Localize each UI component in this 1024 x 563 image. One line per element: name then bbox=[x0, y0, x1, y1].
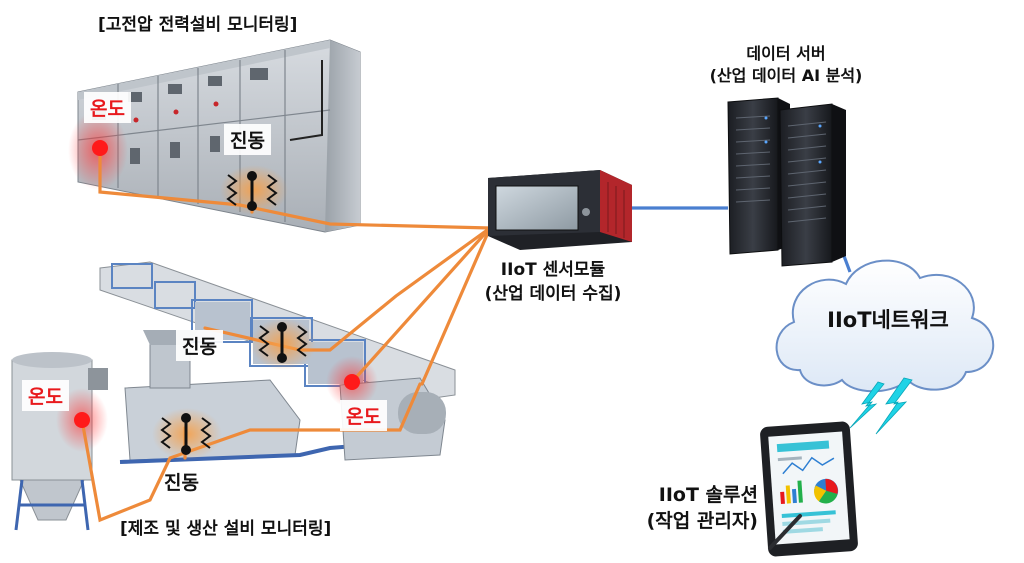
vib-tag-line-lower: 진동 bbox=[164, 472, 199, 494]
stylus-icon bbox=[768, 514, 802, 550]
data-server-label: 데이터 서버 (산업 데이터 AI 분석) bbox=[666, 43, 906, 87]
temp-sensor-hopper bbox=[74, 412, 90, 428]
solution-label: IIoT 솔루션 (작업 관리자) bbox=[608, 482, 758, 534]
tablet-device bbox=[760, 421, 858, 557]
iiot-sensor-module bbox=[488, 170, 632, 250]
data-server-title: 데이터 서버 bbox=[746, 44, 826, 63]
sensor-module-subtitle: (산업 데이터 수집) bbox=[484, 284, 622, 304]
wireless-lightning-icon bbox=[849, 377, 913, 435]
vib-tag-line-upper: 진동 bbox=[176, 330, 223, 361]
temp-sensor-hv bbox=[92, 140, 108, 156]
sensor-module-label: IIoT 센서모듈 (산업 데이터 수집) bbox=[448, 258, 658, 306]
temp-tag-right-unit: 온도 bbox=[340, 400, 387, 431]
sensor-module-title: IIoT 센서모듈 bbox=[500, 260, 606, 280]
hv-switchgear-cabinet bbox=[68, 39, 361, 233]
solution-title: IIoT 솔루션 bbox=[658, 484, 758, 506]
temp-sensor-right-unit bbox=[344, 374, 360, 390]
vib-tag-hv: 진동 bbox=[224, 124, 271, 155]
vibration-sensor-line-lower bbox=[160, 413, 212, 455]
vibration-sensor-hv bbox=[226, 171, 278, 211]
iiot-network-label: IIoT네트워크 bbox=[827, 308, 949, 332]
data-server-subtitle: (산업 데이터 AI 분석) bbox=[709, 66, 863, 85]
temp-tag-hopper: 온도 bbox=[22, 380, 69, 411]
vibration-sensor-line-upper bbox=[258, 322, 308, 363]
data-server-racks bbox=[727, 97, 846, 267]
mfg-monitoring-title: [제조 및 생산 설비 모니터링] bbox=[120, 519, 332, 539]
temp-tag-hv: 온도 bbox=[84, 92, 131, 123]
solution-subtitle: (작업 관리자) bbox=[646, 510, 758, 532]
hv-monitoring-title: [고전압 전력설비 모니터링] bbox=[98, 15, 298, 35]
